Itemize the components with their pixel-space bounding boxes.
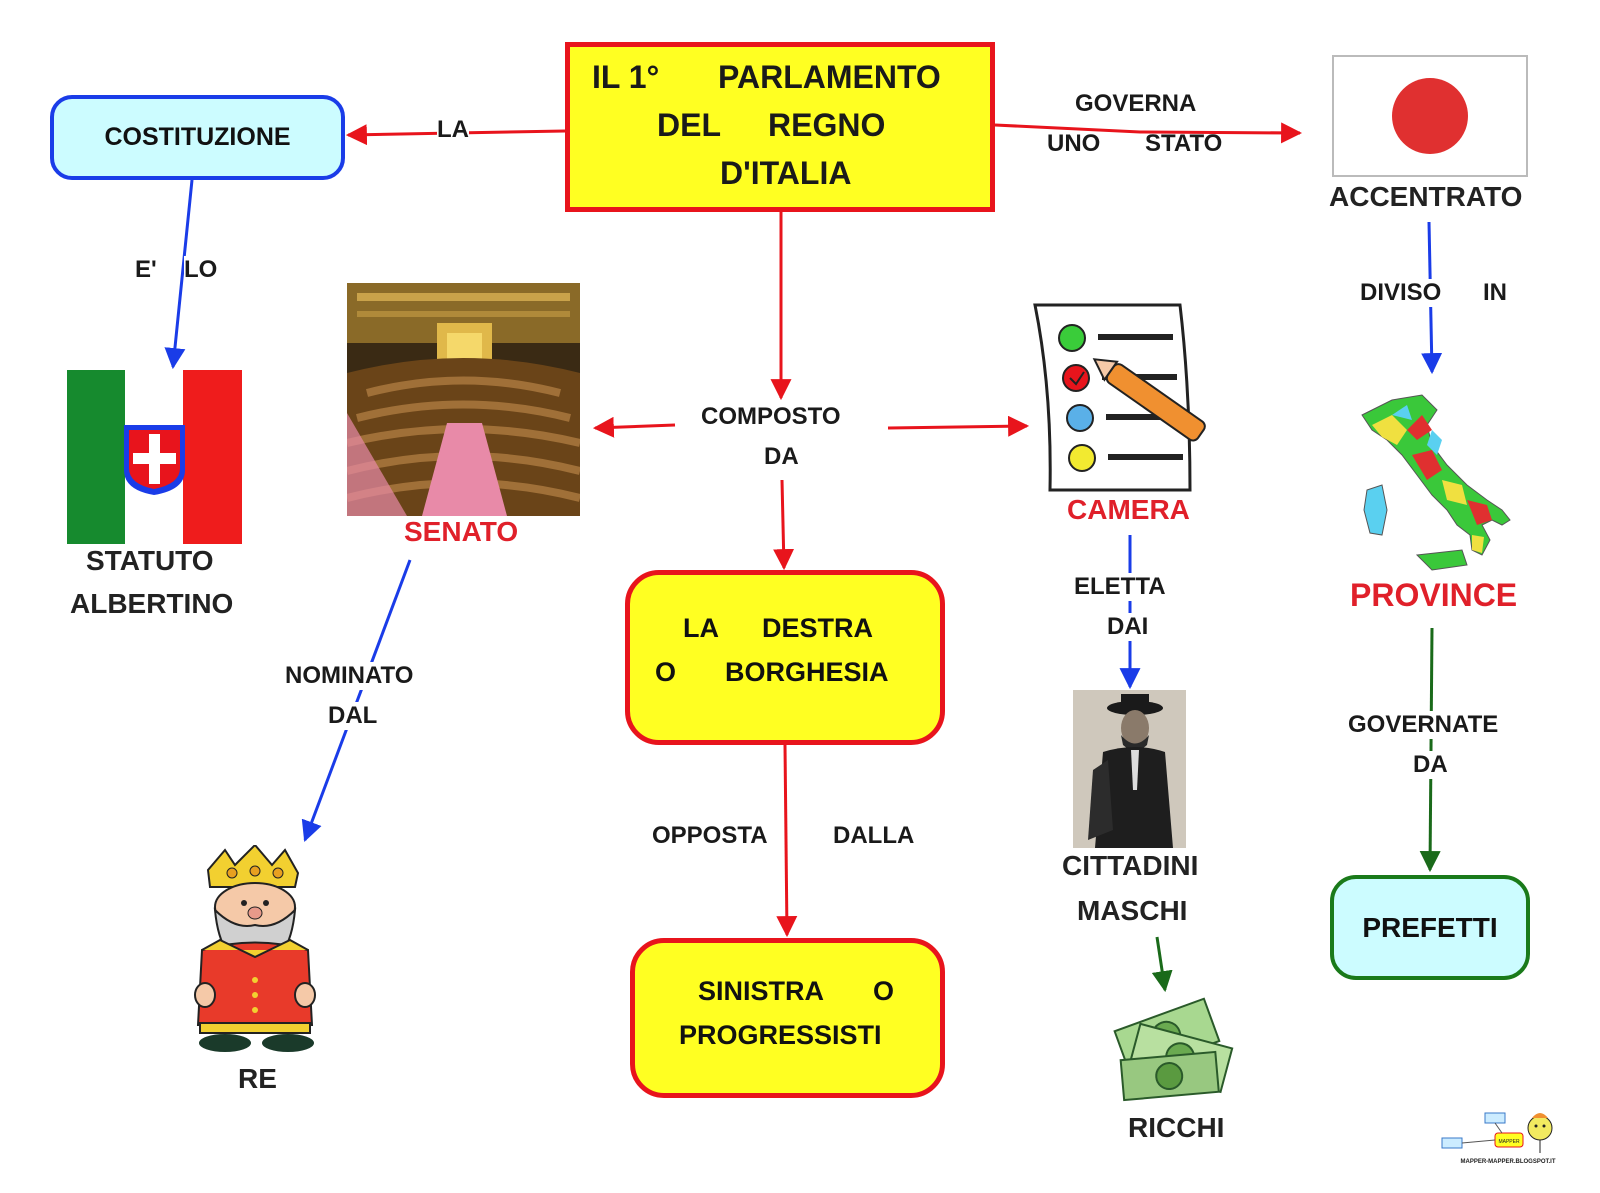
costituzione-box: COSTITUZIONE bbox=[50, 95, 345, 180]
label-uno: UNO bbox=[1047, 130, 1101, 157]
title-line1-b: PARLAMENTO bbox=[718, 59, 941, 95]
sinistra-o: O bbox=[873, 976, 895, 1006]
composto-line1: COMPOSTO bbox=[701, 403, 841, 430]
edge-senato-re bbox=[301, 559, 412, 842]
composto-line2: DA bbox=[764, 443, 799, 470]
edge-destra-sinistra bbox=[776, 744, 798, 938]
mapper-logo-icon: MAPPER MAPPER-MAPPER.BLOGSPOT.IT bbox=[1441, 1112, 1556, 1165]
label-nominato: NOMINATO bbox=[285, 662, 414, 690]
king-icon bbox=[194, 845, 316, 1052]
senato-caption: SENATO bbox=[404, 516, 519, 547]
centralized-flag-icon bbox=[1332, 55, 1528, 177]
edge-province-prefetti bbox=[1419, 627, 1441, 873]
cittadini-caption-2: MASCHI bbox=[1077, 895, 1188, 926]
prefetti-box: PREFETTI bbox=[1330, 875, 1530, 980]
statuto-caption-2: ALBERTINO bbox=[70, 588, 234, 619]
edge-composto-camera bbox=[887, 415, 1030, 437]
logo-url-text: MAPPER-MAPPER.BLOGSPOT.IT bbox=[1460, 1159, 1555, 1165]
label-da: DA bbox=[1413, 751, 1448, 779]
label-opposta: OPPOSTA bbox=[652, 822, 768, 849]
destra-o: O bbox=[655, 657, 677, 687]
province-caption: PROVINCE bbox=[1350, 577, 1518, 613]
title-box: IL 1° PARLAMENTO DEL REGNO D'ITALIA bbox=[565, 42, 995, 212]
re-caption: RE bbox=[238, 1063, 277, 1094]
sinistra-progressisti: PROGRESSISTI bbox=[679, 1020, 882, 1050]
label-governa: GOVERNA bbox=[1075, 90, 1197, 117]
sinistra-box: SINISTRA O PROGRESSISTI bbox=[630, 938, 945, 1098]
label-dalla: DALLA bbox=[833, 822, 915, 849]
citizen-photo-icon bbox=[1073, 690, 1186, 848]
ballot-icon bbox=[1033, 303, 1206, 492]
label-in: IN bbox=[1483, 279, 1507, 306]
edge-composto-destra bbox=[773, 479, 795, 571]
senato-chamber-icon bbox=[347, 283, 580, 516]
title-line2-b: REGNO bbox=[768, 107, 886, 143]
label-la: LA bbox=[437, 116, 469, 144]
title-line3: D'ITALIA bbox=[720, 155, 852, 191]
statuto-flag-icon bbox=[67, 370, 242, 544]
statuto-caption-1: STATUTO bbox=[86, 545, 214, 576]
label-lo: LO bbox=[184, 256, 218, 284]
edge-composto-senato bbox=[592, 416, 676, 438]
label-dai: DAI bbox=[1107, 613, 1149, 641]
destra-box: LA DESTRA O BORGHESIA bbox=[625, 570, 945, 745]
camera-caption: CAMERA bbox=[1067, 494, 1190, 525]
accentrato-caption: ACCENTRATO bbox=[1329, 181, 1523, 212]
destra-la: LA bbox=[683, 613, 719, 643]
money-icon bbox=[1113, 997, 1234, 1102]
edge-title-accentrato bbox=[994, 122, 1303, 144]
sinistra-sinistra: SINISTRA bbox=[698, 976, 825, 1006]
label-eletta: ELETTA bbox=[1074, 573, 1166, 601]
label-dal: DAL bbox=[328, 702, 378, 730]
italy-map-icon bbox=[1361, 394, 1511, 571]
label-governate: GOVERNATE bbox=[1348, 711, 1499, 739]
title-line2-a: DEL bbox=[657, 107, 721, 143]
title-line1-a: IL 1° bbox=[592, 59, 660, 95]
ricchi-caption: RICCHI bbox=[1128, 1112, 1225, 1143]
edge-cittadini-ricchi bbox=[1151, 936, 1173, 993]
destra-borghesia: BORGHESIA bbox=[725, 657, 889, 687]
destra-destra: DESTRA bbox=[762, 613, 874, 643]
edge-costituzione-statuto bbox=[164, 179, 194, 370]
label-diviso: DIVISO bbox=[1360, 279, 1442, 307]
logo-mapper-text: MAPPER bbox=[1498, 1139, 1520, 1145]
cittadini-caption-1: CITTADINI bbox=[1062, 850, 1199, 881]
label-e: E' bbox=[135, 256, 157, 284]
label-stato: STATO bbox=[1145, 130, 1223, 157]
